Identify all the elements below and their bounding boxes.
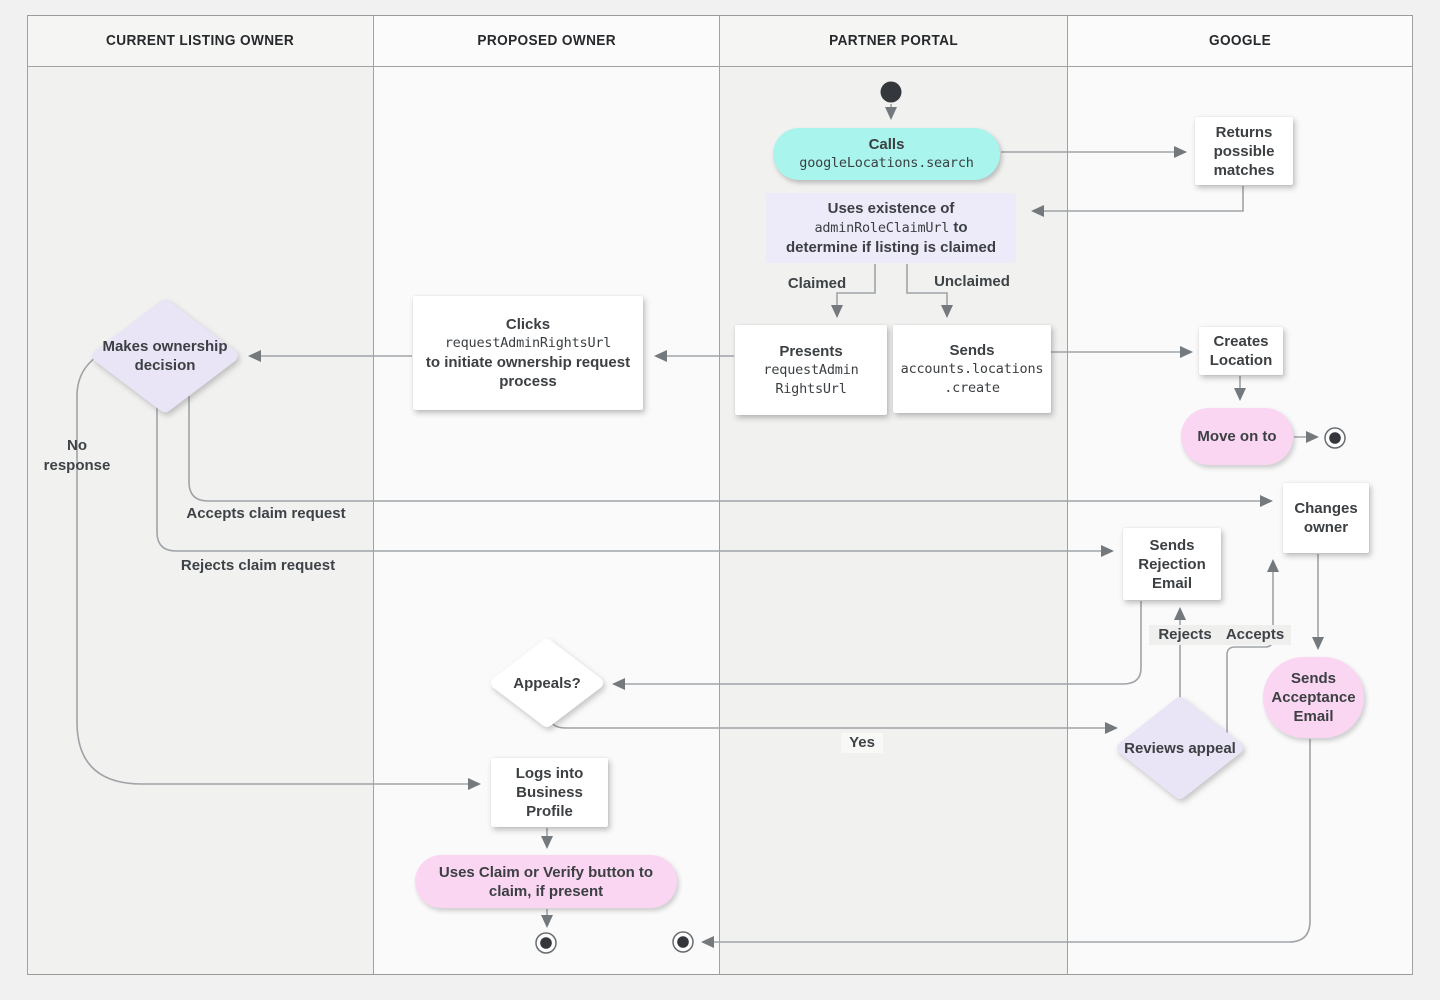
uses-existence-node: Uses existence of adminRoleClaimUrl to d… bbox=[766, 193, 1016, 263]
edge-label-accepts: Accepts bbox=[1219, 625, 1291, 645]
node-code-line: adminRoleClaimUrl to bbox=[814, 218, 967, 238]
edge-label-rejects: Rejects bbox=[1149, 625, 1221, 645]
node-text: Uses Claim or Verify button to claim, if… bbox=[438, 863, 654, 900]
lane-title: GOOGLE bbox=[1208, 33, 1272, 49]
sends-acceptance-email-node: Sends Acceptance Email bbox=[1263, 657, 1364, 738]
lane-header-partner-portal: PARTNER PORTAL bbox=[719, 15, 1067, 67]
lane-title: PARTNER PORTAL bbox=[829, 33, 958, 49]
node-title: Presents bbox=[779, 342, 843, 360]
creates-location-node: Creates Location bbox=[1199, 327, 1283, 375]
node-text: Appeals? bbox=[513, 674, 581, 692]
logs-into-business-profile-node: Logs into Business Profile bbox=[491, 758, 608, 827]
node-text: to bbox=[953, 219, 968, 236]
node-code: googleLocations.search bbox=[799, 155, 974, 171]
node-text: Reviews appeal bbox=[1124, 739, 1236, 757]
lane-title: CURRENT LISTING OWNER bbox=[106, 33, 295, 49]
appeals-diamond: Appeals? bbox=[497, 672, 597, 694]
move-on-to-node: Move on to bbox=[1181, 408, 1293, 465]
node-title: Clicks bbox=[505, 316, 551, 333]
node-text: Uses existence of bbox=[827, 200, 955, 217]
edge-label-unclaimed: Unclaimed bbox=[934, 273, 1010, 290]
lane-header-proposed-owner: PROPOSED OWNER bbox=[373, 15, 719, 67]
lane-header-google: GOOGLE bbox=[1067, 15, 1413, 67]
sends-rejection-email-node: Sends Rejection Email bbox=[1123, 528, 1221, 600]
node-code: .create bbox=[944, 379, 1000, 396]
makes-ownership-decision-diamond: Makes ownership decision bbox=[95, 326, 235, 386]
node-text: Logs into Business Profile bbox=[515, 765, 584, 820]
sends-accounts-locations-create-node: Sends accounts.locations .create bbox=[893, 325, 1051, 413]
node-title: Sends bbox=[949, 341, 995, 359]
node-text: Sends Rejection Email bbox=[1138, 536, 1206, 592]
lane-current-listing-owner bbox=[27, 15, 373, 975]
node-title: Calls bbox=[868, 136, 905, 153]
clicks-request-admin-rights-url-node: Clicks requestAdminRightsUrl to initiate… bbox=[413, 296, 643, 410]
node-text: Makes ownership decision bbox=[102, 338, 228, 374]
edge-label-yes: Yes bbox=[841, 733, 883, 753]
node-text: Sends Acceptance Email bbox=[1271, 670, 1356, 725]
calls-google-locations-search-node: Calls googleLocations.search bbox=[773, 128, 1000, 180]
node-code: accounts.locations bbox=[900, 360, 1044, 377]
edge-label-no-response: No response bbox=[43, 437, 111, 474]
node-text: Creates Location bbox=[1209, 333, 1273, 369]
reviews-appeal-diamond: Reviews appeal bbox=[1120, 727, 1240, 769]
presents-request-admin-rights-url-node: Presents requestAdmin RightsUrl bbox=[735, 325, 887, 415]
uses-claim-or-verify-node: Uses Claim or Verify button to claim, if… bbox=[415, 855, 677, 908]
edge-label-rejects-claim-request: Rejects claim request bbox=[180, 557, 336, 574]
node-code: requestAdminRightsUrl bbox=[444, 335, 612, 351]
node-code: RightsUrl bbox=[775, 380, 847, 397]
lane-title: PROPOSED OWNER bbox=[477, 33, 616, 49]
changes-owner-node: Changes owner bbox=[1283, 483, 1369, 553]
lane-proposed-owner bbox=[373, 15, 719, 975]
lane-header-current-listing-owner: CURRENT LISTING OWNER bbox=[27, 15, 373, 67]
returns-possible-matches-node: Returns possible matches bbox=[1195, 117, 1293, 185]
node-text: determine if listing is claimed bbox=[785, 239, 997, 256]
node-text: Move on to bbox=[1197, 428, 1277, 445]
node-text: Changes owner bbox=[1294, 500, 1358, 536]
node-code: adminRoleClaimUrl bbox=[814, 220, 950, 236]
node-text: to initiate ownership request process bbox=[425, 354, 631, 390]
node-text: Returns possible matches bbox=[1213, 123, 1275, 179]
node-code: requestAdmin bbox=[763, 361, 859, 378]
edge-label-claimed: Claimed bbox=[787, 275, 847, 292]
edge-label-accepts-claim-request: Accepts claim request bbox=[186, 505, 346, 522]
